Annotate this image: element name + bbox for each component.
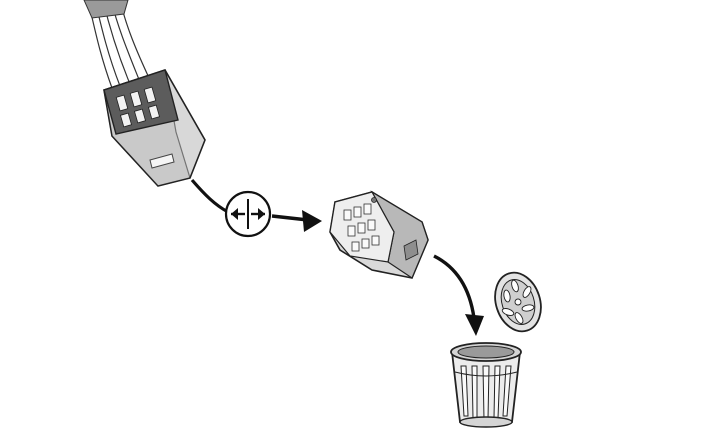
trash-bin-band (454, 371, 518, 377)
module-screw (371, 197, 377, 203)
trash-bin-ribs (460, 365, 512, 420)
wired-connector-plug (83, 0, 206, 187)
flow-curve-1 (190, 178, 229, 214)
double-arrow-disconnect-icon (224, 190, 272, 238)
trash-bin-lid (494, 271, 542, 333)
module-latch (403, 239, 419, 261)
plug-label-slot (149, 153, 175, 169)
flow-arrow-1 (271, 210, 322, 232)
trash-bin-icon (450, 271, 542, 428)
trash-bin-opening (457, 345, 515, 359)
cable-sheath (83, 0, 129, 19)
connector-module (329, 190, 429, 279)
plug-terminals (115, 86, 160, 128)
trash-bin-base (459, 416, 513, 428)
module-terminals (343, 203, 380, 252)
flow-arrow-2 (433, 254, 484, 336)
